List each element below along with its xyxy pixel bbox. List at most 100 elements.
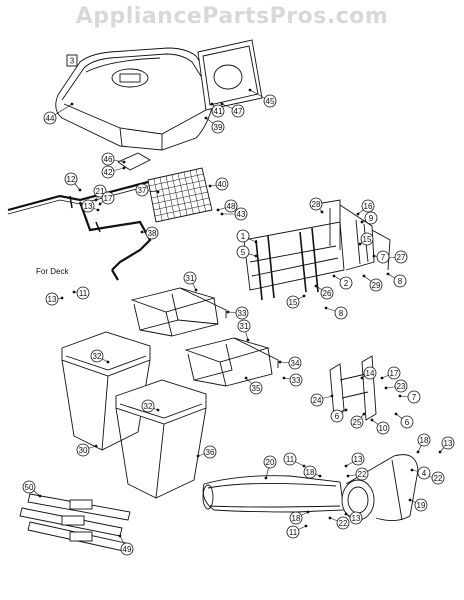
fastener-dot (194, 288, 198, 292)
callout-c36: 36 (203, 445, 217, 459)
callout-c44: 44 (43, 111, 57, 125)
callout-number: 45 (266, 97, 275, 106)
callout-circle (211, 104, 225, 118)
hardware-fasteners (38, 88, 442, 538)
callout-c32b: 32 (141, 399, 155, 413)
callout-number: 6 (335, 412, 340, 421)
callout-number: 4 (422, 469, 427, 478)
callout-c15b: 15 (286, 295, 300, 309)
callout-c50: 50 (22, 480, 36, 494)
callout-circle (376, 250, 390, 264)
callout-c48: 48 (224, 199, 238, 213)
callout-number: 13 (48, 295, 57, 304)
callout-number: 18 (292, 514, 301, 523)
discharge-chute (202, 454, 419, 521)
callout-number: 22 (434, 474, 443, 483)
callout-circle (286, 525, 300, 539)
fastener-dot (386, 272, 390, 276)
callout-number: 15 (289, 298, 298, 307)
callout-number: 36 (206, 448, 215, 457)
fastener-dot (328, 516, 332, 520)
fastener-dot (346, 474, 350, 478)
callout-number: 17 (104, 194, 113, 203)
bag-frame-front (130, 287, 227, 337)
callout-number: 10 (379, 424, 388, 433)
callout-c45: 45 (263, 94, 277, 108)
callout-number: 50 (25, 483, 34, 492)
callout-circle (289, 373, 303, 387)
callout-circle (236, 245, 250, 259)
callout-number: 31 (240, 322, 249, 331)
callout-number: 32 (93, 352, 102, 361)
callout-number: 33 (238, 309, 247, 318)
mount-bracket (243, 199, 391, 301)
fastener-dot (210, 102, 214, 106)
callout-c13a: 13 (81, 199, 95, 213)
callout-circle (394, 379, 408, 393)
fastener-dot (302, 294, 306, 298)
fastener-dot (408, 498, 412, 502)
callout-number: 21 (96, 187, 105, 196)
callout-number: 11 (79, 289, 88, 298)
callout-circle (310, 393, 324, 407)
callout-c40: 40 (215, 177, 229, 191)
fastener-dot (314, 284, 318, 288)
callout-number: 46 (104, 155, 113, 164)
callout-circle (400, 415, 414, 429)
callout-circle (81, 199, 95, 213)
callout-circle (183, 271, 197, 285)
callout-number: 5 (241, 248, 246, 257)
callout-c43: 43 (234, 207, 248, 221)
fastener-dot (360, 220, 364, 224)
callout-number: 27 (397, 253, 406, 262)
handle-bar (7, 180, 152, 281)
fastener-dot (156, 408, 160, 412)
callout-c47: 47 (231, 104, 245, 118)
callout-c25: 25 (350, 415, 364, 429)
callout-circle (376, 421, 390, 435)
fastener-dot (216, 208, 220, 212)
fastener-dot (304, 524, 308, 528)
callout-c17a: 17 (101, 191, 115, 205)
callout-number: 38 (148, 229, 157, 238)
fastener-dot (356, 212, 360, 216)
callout-number: 13 (84, 202, 93, 211)
callout-circle (224, 199, 238, 213)
callout-number: 32 (144, 402, 153, 411)
fastener-dot (96, 208, 100, 212)
fastener-dot (94, 198, 98, 202)
callout-circle (76, 286, 90, 300)
callout-circle (336, 516, 350, 530)
callout-c7b: 7 (407, 390, 421, 404)
callout-circle (441, 436, 455, 450)
callout-c22c: 22 (336, 516, 350, 530)
callout-c22a: 22 (355, 467, 369, 481)
callout-circle (393, 274, 407, 288)
fastener-dot (384, 386, 388, 390)
callout-c33a: 33 (235, 306, 249, 320)
callout-number: 41 (214, 107, 223, 116)
callout-circle (237, 319, 251, 333)
callout-circle (215, 177, 229, 191)
fastener-dot (278, 360, 282, 364)
callout-c24: 24 (310, 393, 324, 407)
fastener-dot (220, 212, 224, 216)
callout-c26: 26 (320, 286, 334, 300)
callout-c30: 30 (76, 443, 90, 457)
callout-circle (64, 172, 78, 186)
mower-blades (19, 493, 131, 553)
callout-circle (369, 278, 383, 292)
callout-number: 8 (339, 309, 344, 318)
fastener-dot (122, 160, 126, 164)
callout-circle (289, 511, 303, 525)
fastener-dot (264, 476, 268, 480)
callout-c20: 20 (263, 455, 277, 469)
callout-circle (339, 276, 353, 290)
callout-number: 19 (417, 501, 426, 510)
fastener-dot (220, 102, 224, 106)
callout-circle (363, 366, 377, 380)
callout-number: 47 (234, 107, 243, 116)
callout-number: 42 (104, 168, 113, 177)
callout-circle (120, 542, 134, 556)
